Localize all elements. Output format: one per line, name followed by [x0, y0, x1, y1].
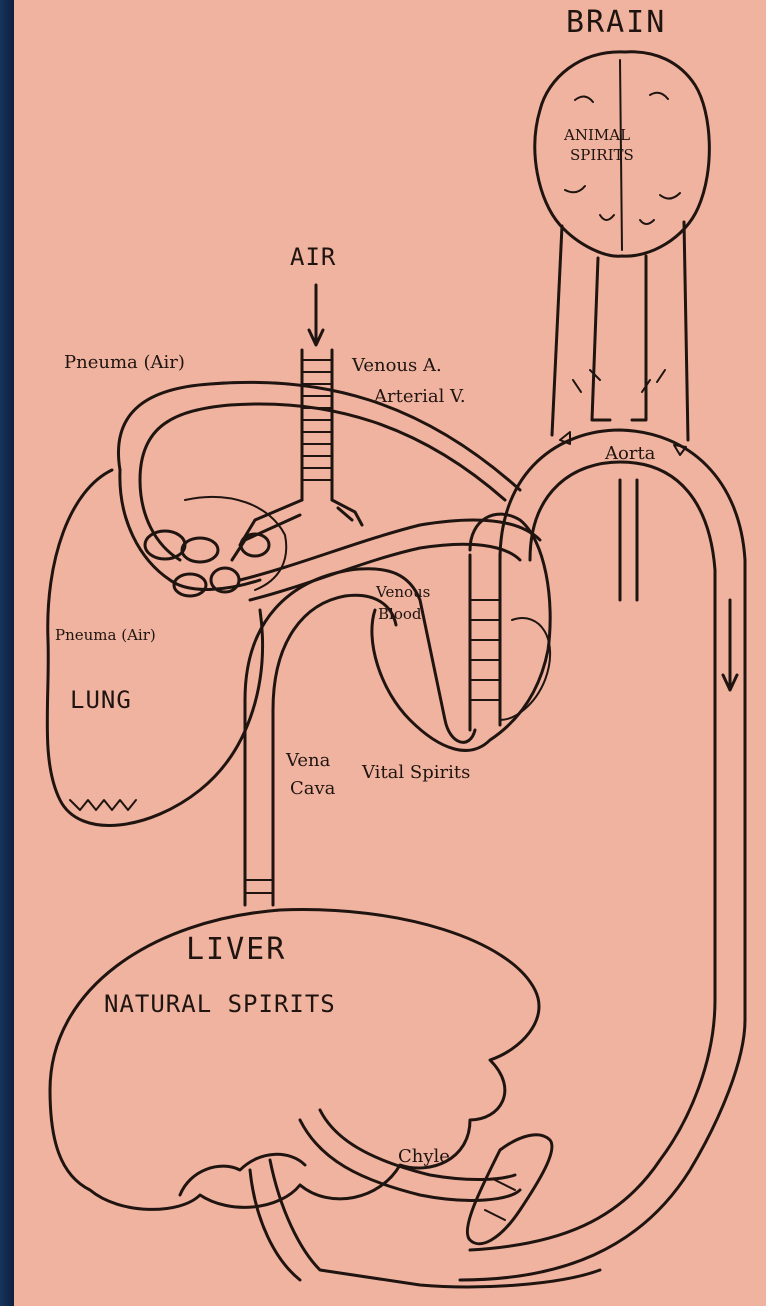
air-label: AIR	[290, 245, 336, 269]
lung	[47, 470, 262, 825]
intestine	[467, 1135, 552, 1244]
animal-spirits-label-2: SPIRITS	[570, 148, 634, 163]
vital-spirits-label: Vital Spirits	[362, 764, 470, 782]
lung-alveoli	[145, 497, 286, 596]
pneuma-air-top-label: Pneuma (Air)	[64, 354, 185, 372]
pulmonary-vessels	[118, 382, 520, 589]
heart	[372, 514, 550, 750]
vena-cava-label-2: Cava	[290, 780, 335, 798]
lung-label: LUNG	[70, 688, 132, 712]
liver-label: LIVER	[186, 935, 286, 965]
aorta	[460, 430, 745, 1280]
venous-a-label: Venous A.	[352, 357, 442, 375]
chyle-label: Chyle	[398, 1148, 450, 1166]
vena-cava	[245, 569, 475, 905]
natural-spirits-label: NATURAL SPIRITS	[104, 992, 336, 1016]
venous-blood-label-1: Venous	[376, 585, 430, 600]
vena-cava-label-1: Vena	[286, 752, 330, 770]
aorta-label: Aorta	[605, 445, 655, 463]
venous-blood-label-2: Blood	[378, 607, 421, 622]
arterial-v-label: Arterial V.	[374, 388, 466, 406]
pneuma-air-lung-label: Pneuma (Air)	[55, 628, 156, 643]
trachea	[232, 285, 362, 560]
brain-label: BRAIN	[566, 8, 666, 38]
liver	[50, 910, 539, 1210]
animal-spirits-label-1: ANIMAL	[564, 128, 630, 143]
